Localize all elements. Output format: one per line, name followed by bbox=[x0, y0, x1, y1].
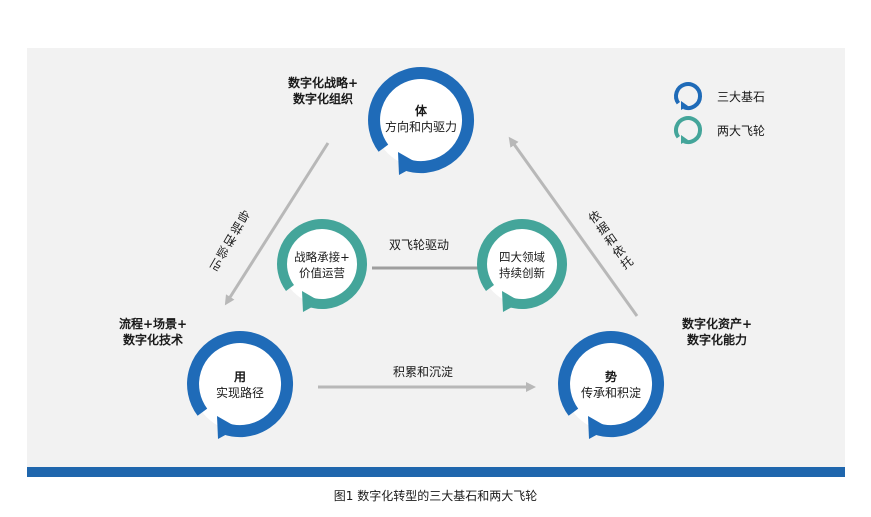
ring-top bbox=[368, 67, 475, 175]
node-right-subtitle: 传承和积淀 bbox=[580, 386, 641, 400]
node-right-side-line-1: 数字化资产+ bbox=[681, 317, 753, 331]
node-left-title: 用 bbox=[233, 370, 246, 384]
flywheel-left-line-2: 价值运营 bbox=[299, 266, 345, 280]
flywheel-left-line-1: 战略承接+ bbox=[294, 250, 350, 264]
flywheel-right bbox=[477, 219, 568, 312]
node-left-side-label: 流程+场景+ 数字化技术 bbox=[98, 316, 208, 348]
legend-icon-blue bbox=[674, 82, 703, 110]
arrow-right-to-top bbox=[508, 136, 639, 317]
node-top-title: 体 bbox=[414, 104, 427, 118]
legend-icon-teal bbox=[674, 116, 703, 144]
flywheel-left bbox=[277, 219, 368, 312]
ring-right bbox=[558, 331, 665, 439]
node-top-side-line-2: 数字化组织 bbox=[292, 92, 353, 106]
node-left-subtitle: 实现路径 bbox=[215, 386, 264, 400]
node-left-side-line-1: 流程+场景+ bbox=[118, 317, 188, 331]
node-left-side-line-2: 数字化技术 bbox=[122, 333, 183, 347]
edge-flywheels-label: 双飞轮驱动 bbox=[389, 238, 450, 252]
flywheel-right-line-1: 四大领域 bbox=[499, 250, 545, 264]
flywheel-right-text: 四大领域 持续创新 bbox=[482, 249, 562, 281]
flywheel-left-text: 战略承接+ 价值运营 bbox=[282, 249, 362, 281]
node-top-subtitle: 方向和内驱力 bbox=[384, 120, 457, 134]
node-right-side-label: 数字化资产+ 数字化能力 bbox=[662, 316, 772, 348]
node-right-text: 势 传承和积淀 bbox=[561, 369, 661, 401]
figure-caption: 图1 数字化转型的三大基石和两大飞轮 bbox=[333, 489, 538, 503]
legend-label-blue: 三大基石 bbox=[717, 90, 766, 104]
legend-label-teal: 两大飞轮 bbox=[717, 124, 766, 138]
node-left-text: 用 实现路径 bbox=[190, 369, 290, 401]
node-right-title: 势 bbox=[604, 370, 617, 384]
arrow-top-to-left bbox=[224, 142, 330, 306]
node-top-side-line-1: 数字化战略+ bbox=[287, 76, 359, 90]
ring-left bbox=[187, 331, 294, 439]
edge-left-to-right-label: 积累和沉淀 bbox=[393, 365, 454, 379]
flywheel-right-line-2: 持续创新 bbox=[499, 266, 545, 280]
node-right-side-line-2: 数字化能力 bbox=[686, 333, 747, 347]
node-top-side-label: 数字化战略+ 数字化组织 bbox=[268, 75, 378, 107]
node-top-text: 体 方向和内驱力 bbox=[371, 103, 471, 135]
bottom-accent-bar bbox=[27, 467, 845, 477]
